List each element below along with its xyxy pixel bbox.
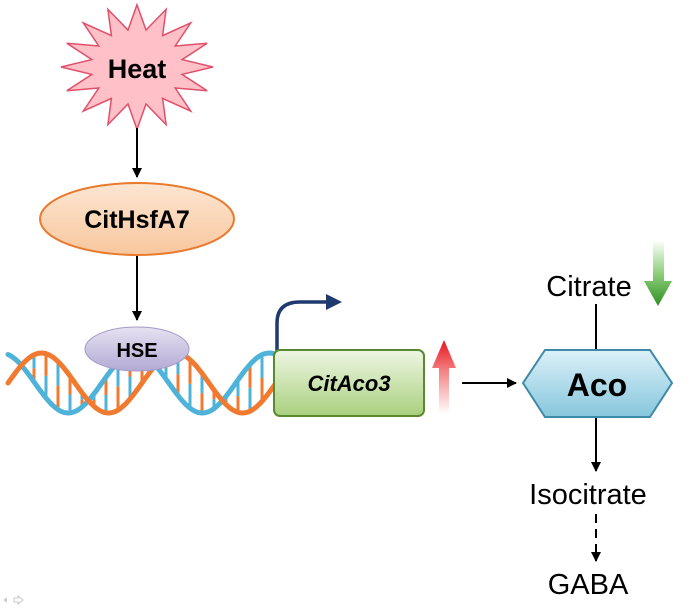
gene-box: CitAco3 (273, 349, 425, 417)
hse-ellipse (84, 326, 190, 372)
downregulation-arrow (644, 240, 672, 306)
transcription-start-arrow (275, 294, 342, 353)
dna-strand-orange (5, 350, 279, 416)
enzyme-label: Aco (567, 367, 627, 403)
hse-node: HSE (84, 326, 190, 372)
tss-line (275, 300, 328, 353)
factor-node: CitHsfA7 (39, 182, 235, 256)
isocitrate-label: Isocitrate (529, 479, 647, 511)
citrate-label: Citrate (546, 271, 631, 303)
corner-navigation-glyph (2, 592, 28, 606)
enzyme-node: Aco (521, 349, 674, 418)
dna-helix (5, 350, 279, 416)
upregulation-arrow (432, 340, 456, 414)
heat-burst: Heat (60, 2, 214, 132)
factor-label: CitHsfA7 (84, 206, 190, 234)
factor-ellipse (39, 182, 235, 256)
tss-arrowhead (326, 294, 342, 310)
gene-rect (273, 349, 425, 417)
hse-label: HSE (116, 340, 157, 362)
enzyme-hexagon (521, 349, 674, 418)
heat-label: Heat (108, 54, 167, 84)
gene-label: CitAco3 (307, 371, 390, 396)
gaba-label: GABA (548, 569, 629, 601)
